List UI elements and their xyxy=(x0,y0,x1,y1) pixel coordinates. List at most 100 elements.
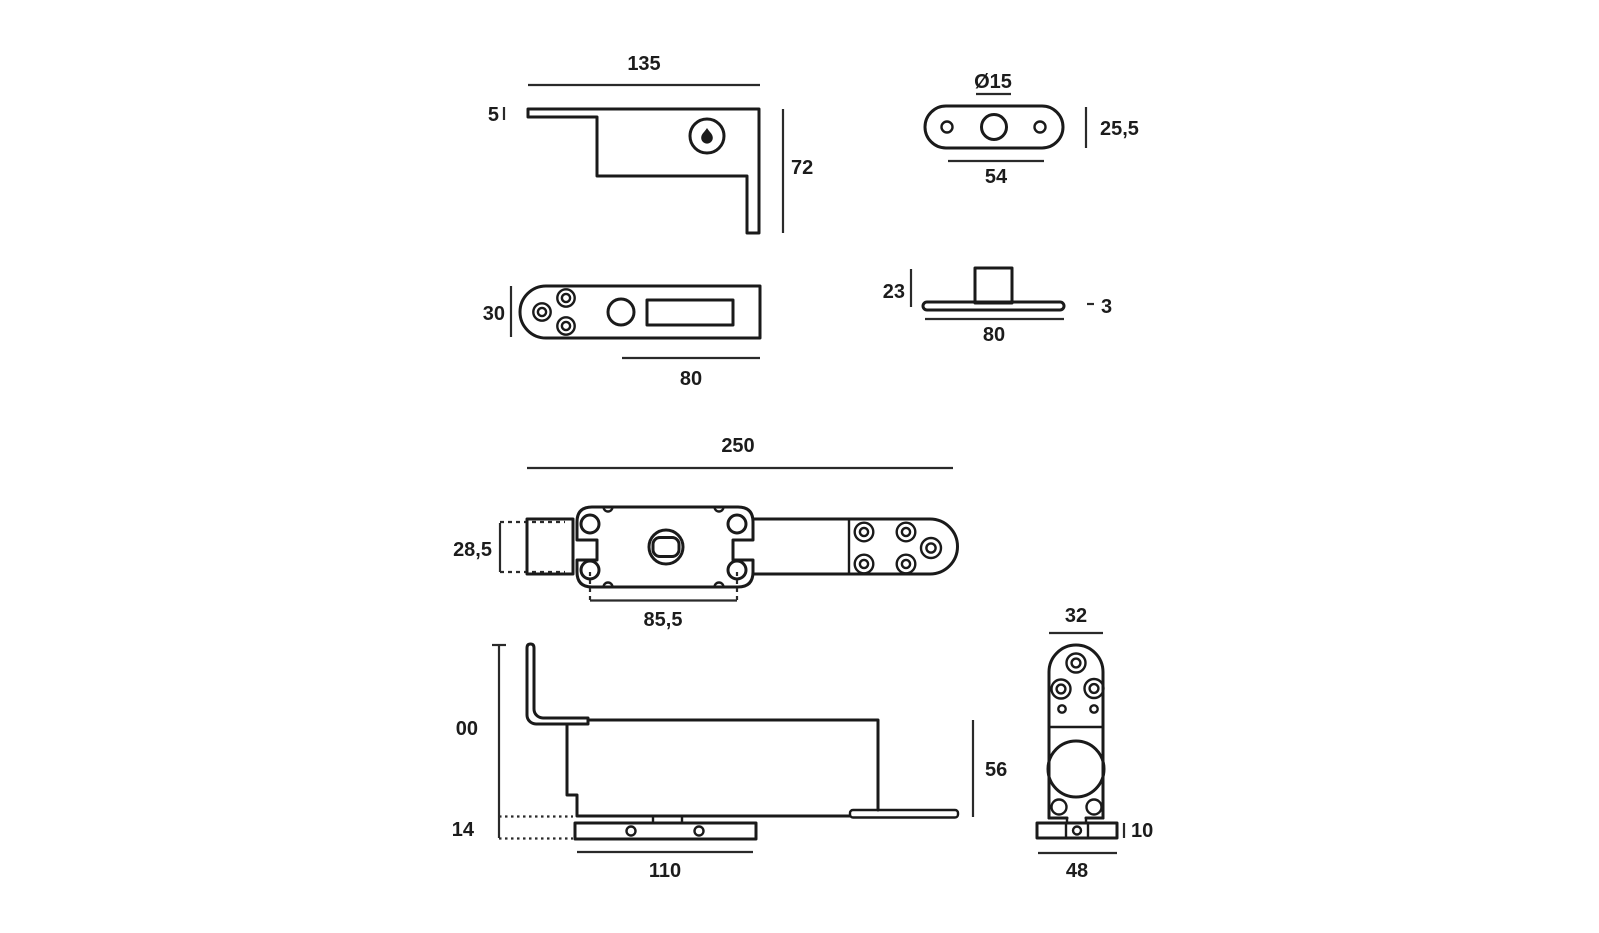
dim-label-assembly-length: 250 xyxy=(721,435,754,457)
screw-hole-inner xyxy=(900,526,912,538)
assembly-corner-hole xyxy=(579,513,601,535)
screw-hole-inner xyxy=(1055,683,1067,695)
dim-label-strap-width: 80 xyxy=(680,368,702,390)
screw-hole-outer xyxy=(895,553,917,575)
dim-label-strap-height: 30 xyxy=(483,303,505,325)
floor-plate-base xyxy=(921,300,1066,312)
end-base-plate xyxy=(1035,821,1119,840)
dim-label-body-height: 56 xyxy=(985,759,1007,781)
dim-label-cover-width: 54 xyxy=(985,166,1008,188)
dim-label-upper-height: 00 xyxy=(456,718,478,740)
strap-screw-hole xyxy=(556,316,576,336)
bracket-outline xyxy=(526,107,761,235)
view-assembly-side: 00 14 110 56 xyxy=(452,642,1007,882)
end-small-hole xyxy=(1089,704,1099,714)
dim-label-bracket-width: 135 xyxy=(627,53,660,75)
strap-pivot-hole xyxy=(606,297,636,327)
screw-hole-outer xyxy=(1065,652,1087,674)
assembly-body-notches xyxy=(602,505,725,589)
screw-hole-inner xyxy=(560,292,572,304)
dim-label-assembly-width: 28,5 xyxy=(453,539,492,561)
side-base-plate xyxy=(573,821,758,841)
view-assembly-end: 32 10 48 xyxy=(1035,605,1153,882)
dim-label-floor-width: 80 xyxy=(983,324,1005,346)
dim-label-base-length: 110 xyxy=(649,860,681,882)
screw-hole-inner xyxy=(925,542,937,554)
dim-label-end-base-width: 48 xyxy=(1066,860,1088,882)
strap-plate-outline xyxy=(518,284,762,340)
screw-hole-inner xyxy=(1070,657,1082,669)
side-body-left-bottom xyxy=(565,722,852,818)
screw-hole-outer xyxy=(919,536,943,560)
screw-hole-outer xyxy=(1050,678,1072,700)
screw-hole-outer xyxy=(532,302,552,322)
dim-label-floor-thickness: 3 xyxy=(1101,296,1112,318)
end-small-hole xyxy=(1057,704,1067,714)
cover-plate-outline xyxy=(923,104,1065,150)
assembly-spindle-boss xyxy=(647,528,685,566)
assembly-arm-outline xyxy=(751,517,959,576)
arm-screw-hole xyxy=(919,536,943,560)
view-strap-plate: 30 80 xyxy=(483,284,762,390)
arm-screw-hole xyxy=(853,521,875,543)
view-assembly-plan: 250 28,5 xyxy=(453,435,959,631)
side-thin-plate xyxy=(848,808,960,819)
strap-screw-hole xyxy=(556,288,576,308)
cover-plate-center-hole xyxy=(980,113,1008,141)
end-pivot-barrel xyxy=(1046,739,1106,799)
screw-hole-inner xyxy=(900,558,912,570)
arm-screw-hole xyxy=(895,553,917,575)
dim-label-bracket-height: 72 xyxy=(791,157,813,179)
assembly-shaft-block xyxy=(525,517,575,576)
assembly-body-outline xyxy=(575,505,755,589)
side-bracket-leaf xyxy=(525,642,590,726)
dim-label-end-width: 32 xyxy=(1065,605,1087,627)
end-bottom-hole xyxy=(1085,798,1103,816)
dim-label-floor-height: 23 xyxy=(883,281,905,303)
bracket-keyhole xyxy=(701,128,713,144)
dim-label-cover-height: 25,5 xyxy=(1100,118,1139,140)
screw-hole-inner xyxy=(1088,682,1100,695)
screw-hole-outer xyxy=(556,316,576,336)
end-screw-hole xyxy=(1083,677,1105,700)
screw-hole-inner xyxy=(858,526,870,538)
arm-screw-hole xyxy=(853,553,875,575)
screw-hole-outer xyxy=(1083,677,1105,700)
view-cover-plate: Ø15 25,5 54 xyxy=(923,71,1139,188)
dim-label-hole-spacing: 85,5 xyxy=(644,609,683,631)
assembly-corner-hole xyxy=(579,559,601,581)
screw-hole-outer xyxy=(895,521,917,543)
base-plate-screw-hole xyxy=(625,825,637,837)
screw-hole-outer xyxy=(853,521,875,543)
screw-hole-inner xyxy=(536,306,548,318)
assembly-corner-hole xyxy=(726,513,748,535)
view-bracket-side: 135 5 72 xyxy=(488,53,813,235)
strap-screw-hole xyxy=(532,302,552,322)
assembly-corner-hole xyxy=(726,559,748,581)
screw-hole-inner xyxy=(858,558,870,570)
side-body-top-right xyxy=(586,718,880,812)
cover-plate-screw-hole xyxy=(940,120,954,134)
dim-label-cover-hole-diameter: Ø15 xyxy=(974,71,1012,93)
base-plate-screw-hole xyxy=(693,825,705,837)
bracket-pivot-hole xyxy=(688,117,726,155)
dim-label-bracket-thickness: 5 xyxy=(488,104,499,126)
assembly-spindle-socket xyxy=(651,536,681,558)
end-screw-hole xyxy=(1050,678,1072,700)
screw-hole-outer xyxy=(853,553,875,575)
end-screw-hole xyxy=(1065,652,1087,674)
floor-plate-block xyxy=(973,266,1014,305)
dim-label-lower-height: 14 xyxy=(452,819,475,841)
view-floor-plate: 23 3 80 xyxy=(883,266,1112,346)
strap-slot xyxy=(645,298,735,327)
dim-label-end-base-height: 10 xyxy=(1131,820,1153,842)
cover-plate-screw-hole xyxy=(1033,120,1047,134)
arm-screw-hole xyxy=(895,521,917,543)
end-bottom-hole xyxy=(1050,798,1068,816)
end-body-outline xyxy=(1047,643,1105,820)
screw-hole-outer xyxy=(556,288,576,308)
end-base-screw-hole xyxy=(1071,825,1083,836)
end-base-dividers xyxy=(1064,821,1090,840)
